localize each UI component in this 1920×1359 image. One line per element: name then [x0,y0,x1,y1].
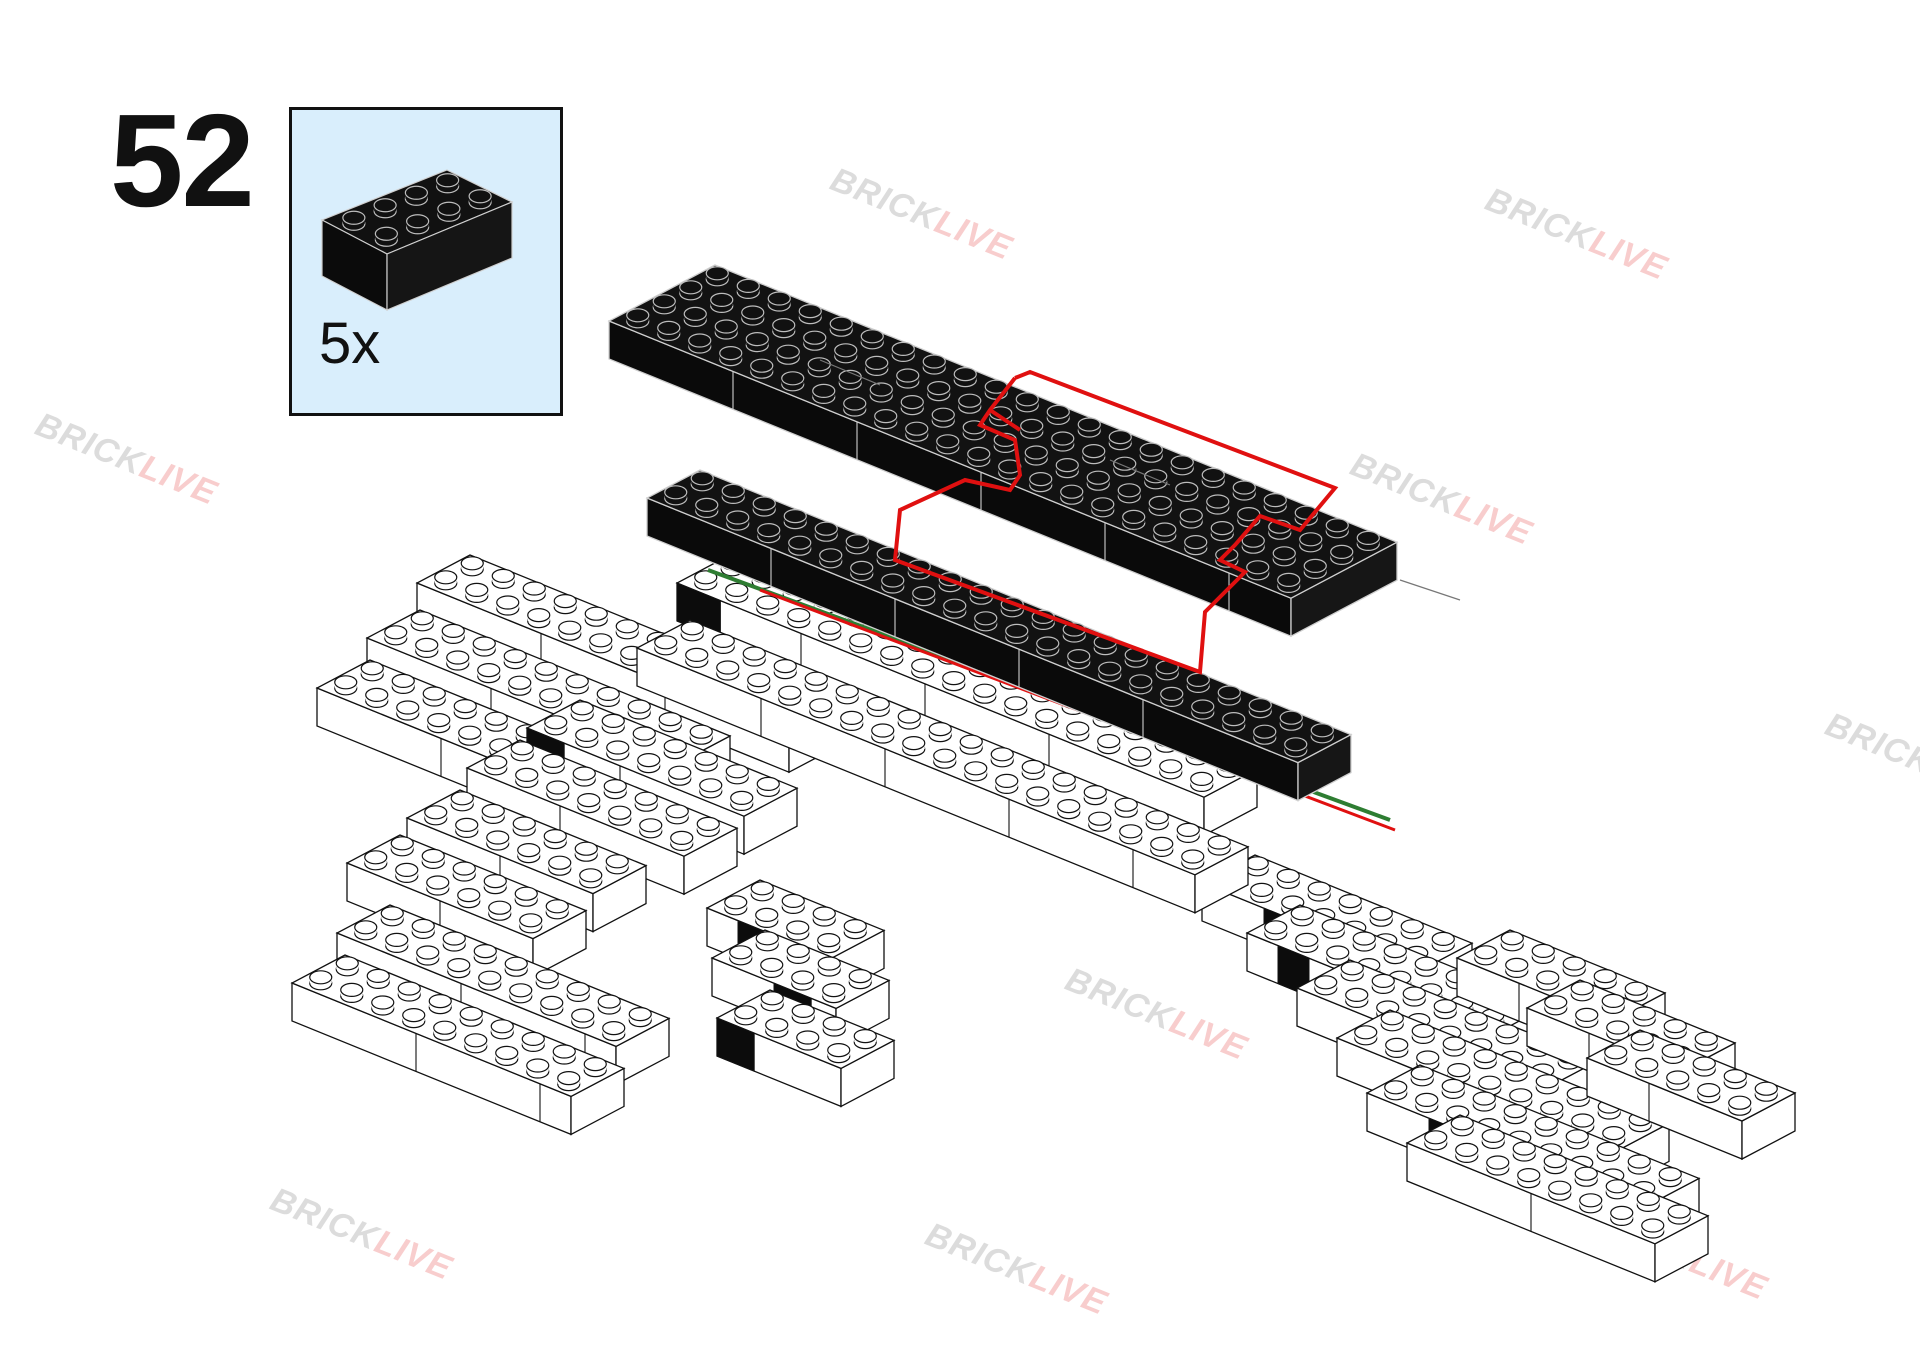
black-2x4-brick-icon [320,169,514,311]
step-number: 52 [110,87,255,234]
part-quantity: 5x [319,311,381,376]
parts-callout: 5x [289,107,563,416]
